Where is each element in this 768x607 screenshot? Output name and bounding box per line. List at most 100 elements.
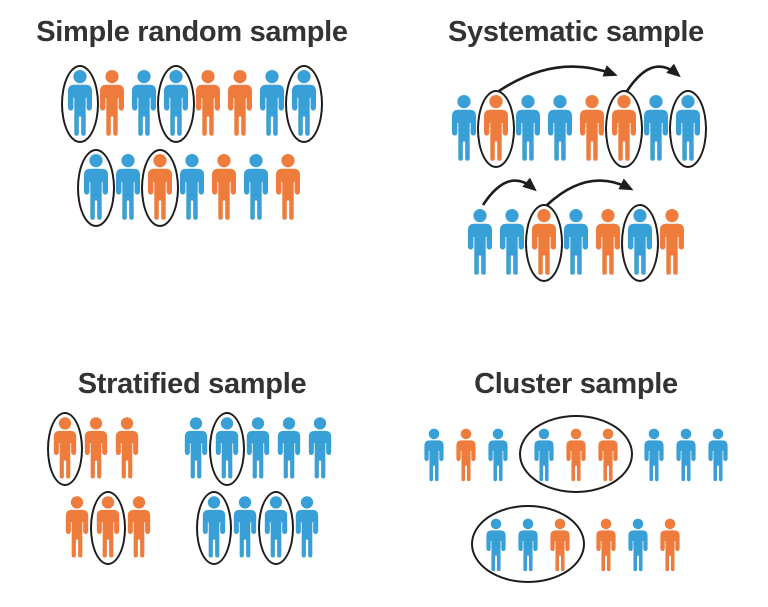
person-icon [212, 154, 236, 220]
blue-person-icon [465, 207, 495, 277]
skip-arrows [481, 177, 634, 206]
skip-arrow [625, 63, 681, 92]
selection-ellipse [605, 90, 643, 168]
people-rows [0, 49, 384, 227]
blue-person-icon [182, 415, 210, 481]
panel-title: Simple random sample [36, 16, 348, 48]
panel-cluster-sample: Cluster sample [384, 340, 768, 607]
orange-person-icon [525, 204, 563, 282]
blue-person-icon [486, 427, 510, 483]
blue-person-icon [669, 90, 707, 168]
person-icon [580, 95, 604, 161]
skip-arrow [546, 178, 634, 206]
panel-title: Stratified sample [77, 368, 307, 400]
blue-person-icon [241, 152, 271, 222]
person-icon [260, 70, 284, 136]
person-icon [184, 417, 207, 479]
person-icon [456, 428, 476, 482]
selection-ellipse [46, 412, 83, 486]
blue-person-icon [641, 93, 671, 163]
blue-person-icon [545, 93, 575, 163]
cluster-group-selected [519, 415, 633, 493]
orange-person-icon [63, 494, 91, 560]
orange-person-icon [46, 412, 83, 486]
stratum-group [196, 491, 323, 565]
people-row [46, 412, 335, 486]
blue-person-icon [293, 494, 321, 560]
blue-person-icon [285, 65, 323, 143]
cluster-group [418, 427, 514, 483]
blue-person-icon [177, 152, 207, 222]
person-icon [488, 428, 508, 482]
orange-person-icon [454, 427, 478, 483]
selection-ellipse [621, 204, 659, 282]
person-icon [276, 154, 300, 220]
cluster-group-selected [471, 505, 585, 583]
selection-ellipse [477, 90, 515, 168]
person-icon [308, 417, 331, 479]
cluster-group [638, 427, 734, 483]
person-icon [65, 496, 89, 558]
person-icon [644, 428, 664, 482]
blue-person-icon [129, 68, 159, 138]
person-icon [660, 209, 684, 275]
blue-person-icon [449, 93, 479, 163]
orange-person-icon [477, 90, 515, 168]
blue-person-icon [497, 207, 527, 277]
panel-title: Cluster sample [474, 368, 678, 400]
person-icon [452, 95, 476, 161]
person-icon [196, 70, 220, 136]
selection-ellipse [90, 491, 126, 565]
person-icon [500, 209, 524, 275]
people-row [77, 149, 304, 227]
blue-person-icon [642, 427, 666, 483]
selection-ellipse [157, 65, 195, 143]
people-rows [0, 401, 384, 565]
blue-person-icon [258, 491, 294, 565]
blue-person-icon [77, 149, 115, 227]
person-icon [628, 518, 648, 572]
blue-person-icon [257, 68, 287, 138]
skip-arrow [481, 177, 537, 206]
blue-person-icon [113, 152, 143, 222]
person-icon [708, 428, 728, 482]
person-icon [233, 496, 257, 558]
people-row [448, 90, 707, 168]
selection-ellipse [519, 415, 633, 493]
person-icon [246, 417, 269, 479]
person-icon [244, 154, 268, 220]
selection-ellipse [141, 149, 179, 227]
blue-person-icon [306, 415, 334, 481]
stratum-group [46, 412, 142, 486]
orange-person-icon [97, 68, 127, 138]
orange-person-icon [125, 494, 153, 560]
cluster-group [590, 517, 686, 573]
orange-person-icon [90, 491, 126, 565]
person-icon [596, 518, 616, 572]
selection-ellipse [258, 491, 294, 565]
orange-person-icon [594, 517, 618, 573]
orange-person-icon [113, 415, 141, 481]
blue-person-icon [621, 204, 659, 282]
orange-person-icon [658, 517, 682, 573]
panel-systematic-sample: Systematic sample [384, 0, 768, 300]
blue-person-icon [61, 65, 99, 143]
person-icon [596, 209, 620, 275]
blue-person-icon [706, 427, 730, 483]
blue-person-icon [422, 427, 446, 483]
selection-ellipse [77, 149, 115, 227]
person-icon [468, 209, 492, 275]
selection-ellipse [669, 90, 707, 168]
person-icon [84, 417, 107, 479]
orange-person-icon [605, 90, 643, 168]
orange-person-icon [657, 207, 687, 277]
people-row [61, 65, 323, 143]
people-rows [384, 401, 768, 583]
person-icon [277, 417, 300, 479]
blue-person-icon [231, 494, 259, 560]
person-icon [424, 428, 444, 482]
person-icon [516, 95, 540, 161]
orange-person-icon [209, 152, 239, 222]
people-row [62, 491, 323, 565]
